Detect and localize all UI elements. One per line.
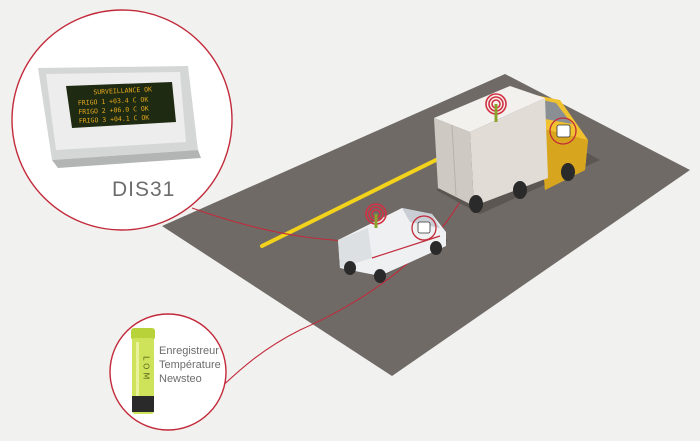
lane-marking — [260, 156, 442, 248]
van-display-highlight — [411, 215, 437, 241]
display-line-2: FRIGO 1 +03.4 C OK — [78, 96, 149, 108]
logger-tube-text: LOM — [142, 356, 151, 382]
display-line-1: SURVEILLANCE OK — [93, 85, 152, 96]
display-model-label: DIS31 — [112, 178, 176, 201]
display-line-4: FRIGO 3 +04.1 C OK — [79, 113, 150, 125]
truck — [434, 86, 600, 214]
truck-box-top — [434, 86, 545, 132]
truck-display-highlight — [549, 117, 577, 145]
dis31-device: SURVEILLANCE OK FRIGO 1 +03.4 C OK FRIGO… — [38, 66, 201, 168]
logger-caption-line-1: Enregistreur — [159, 345, 219, 357]
truck-signal-antenna-icon — [485, 93, 507, 122]
truck-box-side — [470, 98, 548, 206]
display-line-3: FRIGO 2 +06.0 C OK — [78, 105, 149, 117]
temperature-logger-device: LOM — [131, 328, 155, 414]
logger-caption: Enregistreur Température Newsteo — [159, 344, 221, 386]
van-signal-antenna-icon — [365, 203, 387, 228]
logger-caption-line-3: Newsteo — [159, 373, 202, 385]
van — [338, 208, 448, 283]
logger-caption-line-2: Température — [159, 359, 221, 371]
